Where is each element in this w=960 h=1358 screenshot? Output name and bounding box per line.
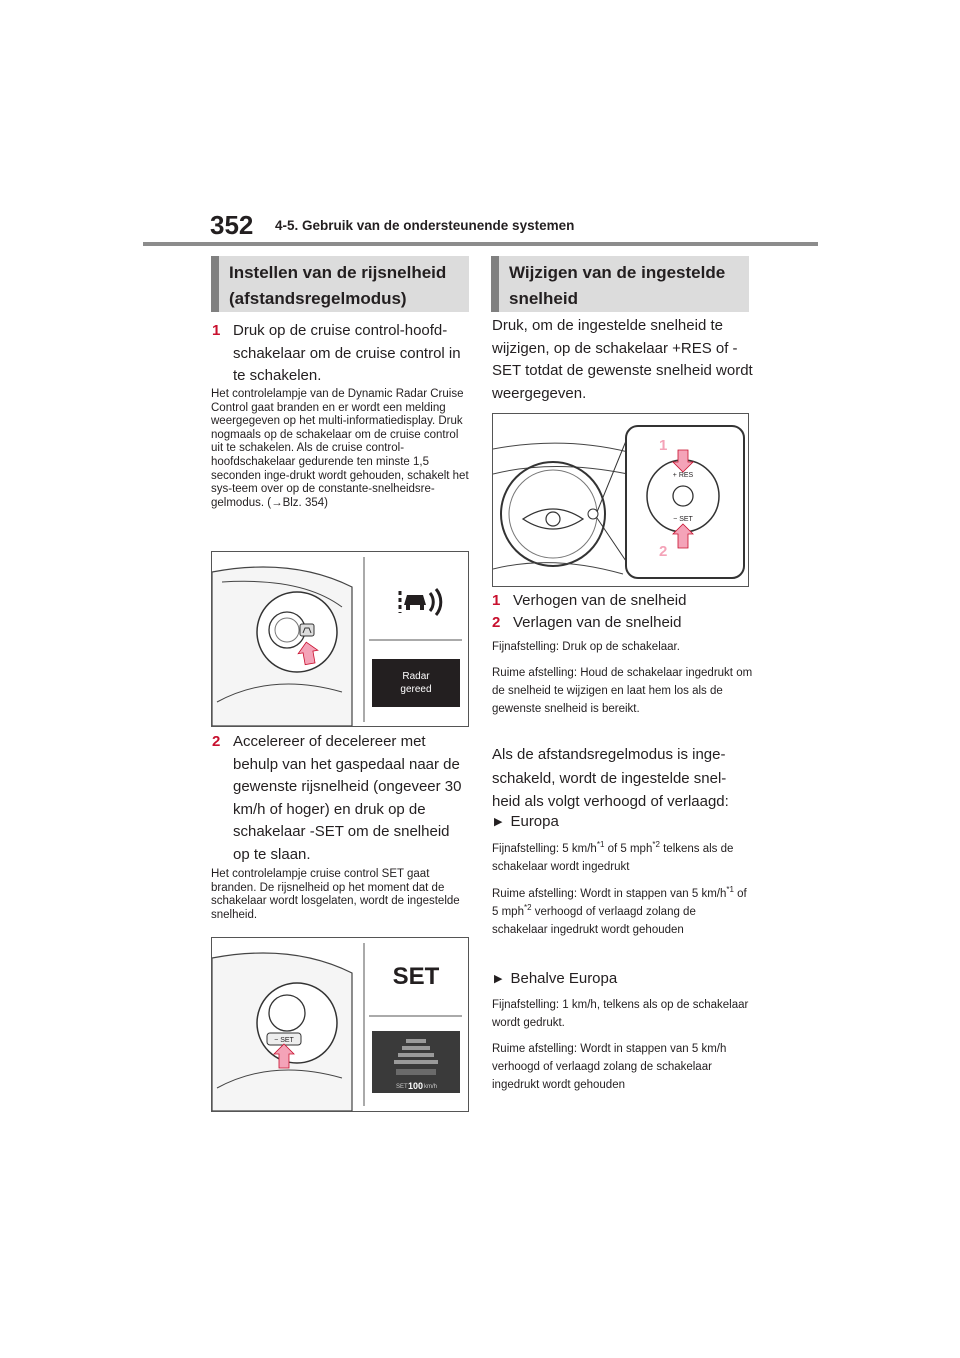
- bullet-except-europe: ▶ Behalve Europa: [494, 969, 617, 989]
- triangle-bullet-icon: ▶: [494, 816, 503, 828]
- figure-res-set-switch: + RES − SET 1 2: [492, 413, 749, 587]
- step-1: 1 Druk op de cruise control-hoofd-schake…: [212, 320, 470, 388]
- footnote-2: *2: [652, 840, 660, 850]
- figure-cruise-main-switch: Radar gereed: [211, 551, 469, 727]
- item-1-number: 1: [492, 592, 501, 609]
- europe-coarse-a: Ruime afstelling: Wordt in stappen van 5…: [492, 888, 727, 900]
- display-speed-unit: km/h: [424, 1084, 437, 1090]
- following-distance-bars-icon: [394, 1039, 438, 1075]
- footnote-1: *1: [596, 840, 605, 850]
- switch-set-label: − SET: [274, 1037, 294, 1044]
- callout-1: 1: [659, 437, 667, 454]
- res-label: + RES: [673, 472, 694, 479]
- display-radar-line1: Radar: [402, 671, 430, 682]
- europe-fine-a: Fijnafstelling: 5 km/h: [492, 843, 597, 855]
- step-2-number: 2: [212, 733, 221, 750]
- step-1-number: 1: [212, 322, 221, 339]
- triangle-bullet-icon: ▶: [494, 973, 503, 985]
- step-1-note: Het controlelampje van de Dynamic Radar …: [211, 388, 469, 509]
- decrease-arrow-icon: [672, 523, 694, 549]
- right-intro-text: Druk, om de ingestelde snelheid te wijzi…: [492, 317, 753, 402]
- radar-cruise-indicator-icon: [398, 588, 443, 616]
- item-1-text: Verhogen van de snelheid: [513, 592, 687, 609]
- right-section-heading: Wijzigen van de ingestelde snelheid: [491, 256, 749, 312]
- section-title: 4-5. Gebruik van de ondersteunende syste…: [275, 218, 575, 233]
- callout-2: 2: [659, 543, 667, 560]
- step-1-text: Druk op de cruise control-hoofd-schakela…: [233, 322, 461, 384]
- except-europe-coarse-note: Ruime afstelling: Wordt in stappen van 5…: [492, 1043, 727, 1091]
- step-2-text: Accelereer of decelereer met behulp van …: [233, 733, 462, 863]
- multi-info-display: [372, 659, 460, 707]
- europe-fine-note: Fijnafstelling: 5 km/h*1 of 5 mph*2 telk…: [492, 840, 754, 876]
- left-section-heading: Instellen van de rijsnelheid (afstandsre…: [211, 256, 469, 312]
- set-label: − SET: [673, 516, 693, 523]
- except-europe-fine-note: Fijnafstelling: 1 km/h, telkens als op d…: [492, 999, 749, 1029]
- press-arrow-icon: [297, 641, 319, 666]
- bullet-europe-label: Europa: [510, 813, 559, 830]
- step-2: 2 Accelereer of decelereer met behulp va…: [212, 731, 470, 866]
- page-number: 352: [210, 210, 254, 240]
- europe-coarse-b: of 5 mph: [492, 888, 747, 918]
- bullet-except-europe-label: Behalve Europa: [510, 970, 618, 987]
- step-2-note: Het controlelampje cruise control SET ga…: [211, 868, 460, 921]
- figure-set-switch: − SET SET SET 100 km/h: [211, 937, 469, 1112]
- fine-adjust-note: Fijnafstelling: Druk op de schakelaar.: [492, 641, 680, 653]
- coarse-adjust-note: Ruime afstelling: Houd de schakelaar ing…: [492, 667, 753, 715]
- increase-arrow-icon: [672, 449, 694, 473]
- press-arrow-icon: [273, 1043, 295, 1069]
- footnote-1: *1: [726, 885, 734, 895]
- europe-coarse-note: Ruime afstelling: Wordt in stappen van 5…: [492, 885, 754, 939]
- item-2-number: 2: [492, 614, 501, 631]
- item-1: 1 Verhogen van de snelheid: [492, 590, 754, 613]
- radar-cruise-icon: [302, 627, 312, 634]
- footnote-2: *2: [523, 903, 532, 913]
- europe-coarse-c: verhoogd of verlaagd zolang de schakelaa…: [492, 906, 696, 936]
- europe-fine-c: telkens als de schakelaar wordt ingedruk…: [492, 843, 734, 873]
- item-2-text: Verlagen van de snelheid: [513, 614, 682, 631]
- item-2: 2 Verlagen van de snelheid: [492, 612, 754, 635]
- distance-mode-text: Als de afstandsregelmodus is inge-schake…: [492, 746, 729, 810]
- display-speed-value: 100: [408, 1081, 423, 1091]
- set-indicator-label: SET: [393, 963, 440, 990]
- bullet-europe: ▶ Europa: [494, 812, 559, 832]
- header-divider: [143, 242, 818, 246]
- europe-fine-b: of 5 mph: [604, 843, 653, 855]
- display-set-label: SET: [396, 1084, 408, 1090]
- display-radar-line2: gereed: [400, 684, 431, 695]
